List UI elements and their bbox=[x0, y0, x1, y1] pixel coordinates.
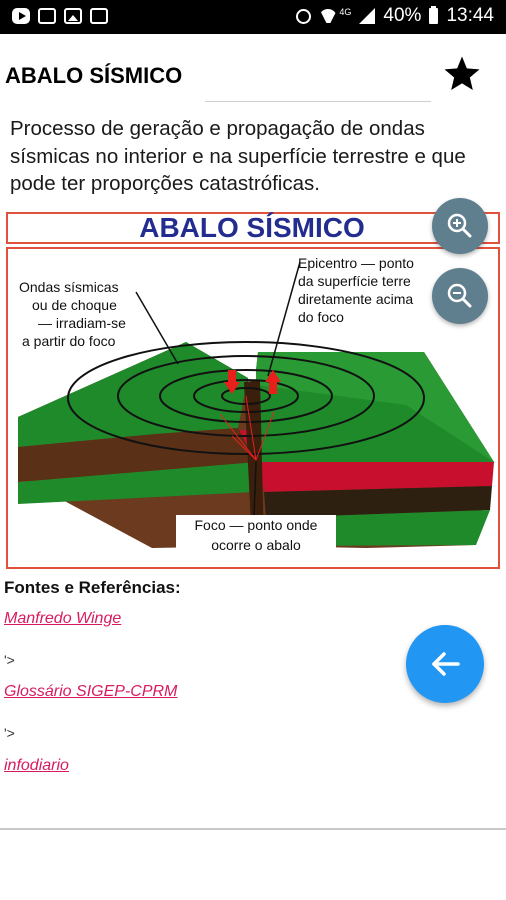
focus-label-bg bbox=[176, 515, 336, 557]
battery-percent: 40% bbox=[383, 5, 422, 26]
waves-label-1: Ondas sísmicas bbox=[19, 279, 119, 295]
focus-label-2: ocorre o abalo bbox=[211, 537, 301, 553]
arrow-left-icon bbox=[432, 652, 460, 676]
clock: 13:44 bbox=[446, 5, 494, 26]
waves-label-2: ou de choque bbox=[32, 297, 117, 313]
leader-lines bbox=[135, 261, 301, 517]
left-soil-layer bbox=[18, 428, 256, 482]
zoom-in-icon bbox=[447, 213, 472, 238]
bottom-divider bbox=[0, 828, 506, 830]
zoom-out-icon bbox=[447, 283, 472, 308]
epicenter-label-2: da superfície terre bbox=[298, 273, 411, 289]
banner-frame bbox=[6, 212, 500, 244]
waves-label-4: a partir do foco bbox=[22, 333, 116, 349]
zoom-out-button[interactable] bbox=[432, 268, 488, 324]
banner-title: ABALO SÍSMICO bbox=[139, 212, 365, 243]
signal-icon bbox=[359, 8, 376, 24]
left-surface bbox=[18, 342, 248, 447]
youtube-icon bbox=[12, 8, 30, 24]
right-red-layer bbox=[258, 462, 494, 492]
epicenter-arrows bbox=[224, 370, 281, 394]
references-heading: Fontes e Referências: bbox=[4, 578, 181, 597]
network-type: 4G bbox=[339, 7, 352, 17]
gallery-icon bbox=[90, 8, 108, 24]
reference-link-glossario-sigep[interactable]: Glossário SIGEP-CPRM bbox=[4, 683, 178, 700]
reference-link-manfredo-winge[interactable]: Manfredo Winge bbox=[4, 610, 122, 627]
description: Processo de geração e propagação de onda… bbox=[10, 117, 466, 195]
earthquake-diagram: ABALO SÍSMICO Onda bbox=[6, 212, 500, 569]
reference-link-infodiario[interactable]: infodiario bbox=[4, 757, 69, 774]
focus-label-1: Foco — ponto onde bbox=[195, 517, 318, 533]
seismic-waves bbox=[67, 341, 425, 455]
epicenter-label-4: do foco bbox=[298, 309, 344, 325]
status-bar: 4G 40% 13:44 bbox=[0, 0, 506, 34]
star-icon[interactable] bbox=[442, 54, 482, 94]
stray-markup-text: '> bbox=[4, 725, 15, 741]
back-fab-button[interactable] bbox=[406, 625, 484, 703]
notification-icons bbox=[12, 8, 108, 24]
stray-markup-text: '> bbox=[4, 652, 15, 668]
left-bottom-layer bbox=[18, 462, 256, 504]
right-surface-shade bbox=[256, 385, 494, 462]
alarm-icon bbox=[296, 8, 312, 24]
focus-rays bbox=[219, 395, 275, 461]
epicenter-label-3: diretamente acima bbox=[298, 291, 413, 307]
right-dark-layer bbox=[264, 486, 492, 518]
image-icon bbox=[64, 8, 82, 24]
epicenter-label-1: Epicentro — ponto bbox=[298, 255, 414, 271]
system-icons: 4G 40% 13:44 bbox=[296, 5, 494, 27]
title-divider bbox=[205, 101, 431, 102]
waves-label-3: — irradiam-se bbox=[38, 315, 126, 331]
zoom-in-button[interactable] bbox=[432, 198, 488, 254]
video-icon bbox=[38, 8, 56, 24]
battery-icon bbox=[429, 6, 439, 24]
page-title: ABALO SÍSMICO bbox=[5, 63, 183, 88]
wifi-icon bbox=[319, 9, 337, 23]
